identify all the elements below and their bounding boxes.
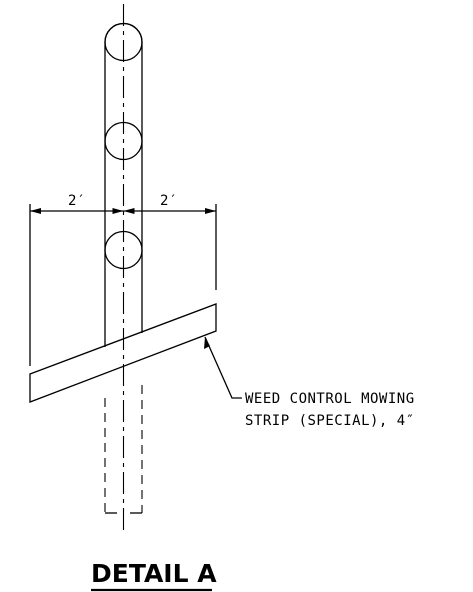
arrow-left-outer	[30, 208, 41, 214]
callout-leader	[204, 336, 242, 399]
callout-text-line-1: WEED CONTROL MOWING	[245, 391, 415, 407]
dimension-label-right: 2′	[160, 193, 178, 209]
arrow-left-inner	[112, 208, 124, 214]
arrow-right-inner	[123, 208, 135, 214]
arrow-right-outer	[205, 208, 216, 214]
detail-title: DETAIL A	[91, 559, 217, 588]
dimension-label-left: 2′	[68, 193, 86, 209]
callout-arrow	[204, 337, 210, 349]
callout-text-line-2: STRIP (SPECIAL), 4″	[245, 413, 415, 429]
mowing-strip	[29, 303, 217, 403]
